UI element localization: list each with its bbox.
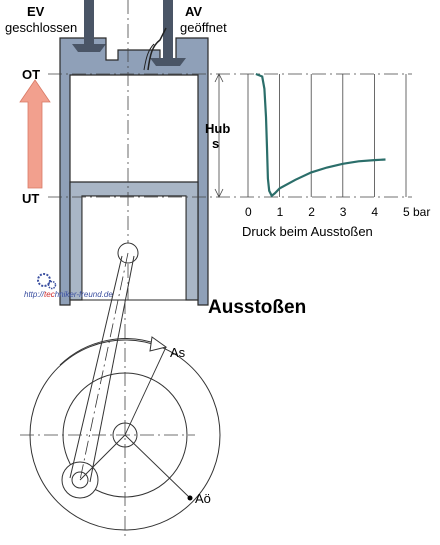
chart-x-axis-label: Druck beim Ausstoßen bbox=[242, 224, 373, 239]
chart-x-tick-label: 4 bbox=[371, 205, 378, 219]
wrist-pin bbox=[117, 242, 139, 264]
chart-x-tick-label: 0 bbox=[245, 205, 252, 219]
watermark-highlight: tec bbox=[44, 290, 55, 299]
piston bbox=[69, 181, 199, 301]
exhaust-flow-line-2 bbox=[143, 43, 155, 71]
ut-label: UT bbox=[22, 191, 39, 206]
chart-x-tick-label: 1 bbox=[277, 205, 284, 219]
inlet-valve-head bbox=[72, 44, 106, 52]
chart-x-tick-label: 5 bar bbox=[403, 205, 430, 219]
exhaust-arc bbox=[59, 338, 161, 366]
watermark: http://techniker-freund.de bbox=[24, 273, 113, 299]
av-state-label: geöffnet bbox=[180, 20, 227, 35]
page-title: Ausstoßen bbox=[208, 297, 306, 318]
hub-label: Hub bbox=[205, 121, 230, 136]
hub-symbol-label: s bbox=[212, 136, 219, 151]
arc-arrow-icon bbox=[149, 336, 168, 352]
exhaust-valve bbox=[143, 0, 186, 71]
svg-text:http://techniker-freund.de: http://techniker-freund.de bbox=[24, 290, 113, 299]
pressure-chart: 0 1 2 3 4 5 bar Druck beim Ausstoßen bbox=[242, 72, 430, 239]
chart-x-tick-label: 2 bbox=[308, 205, 315, 219]
crank-arm bbox=[79, 434, 126, 481]
exhaust-valve-head bbox=[150, 58, 186, 66]
crank-mechanism bbox=[20, 242, 221, 540]
exhaust-opens-point bbox=[187, 495, 193, 501]
chart-x-tick-label: 3 bbox=[340, 205, 347, 219]
exhaust-flow-line bbox=[147, 27, 167, 71]
av-label: AV bbox=[185, 4, 202, 19]
ao-label: Aö bbox=[195, 491, 211, 506]
exhaust-closes-radius bbox=[124, 346, 167, 436]
exhaust-opens-radius bbox=[124, 434, 191, 499]
ev-state-label: geschlossen bbox=[5, 20, 77, 35]
gear-icon bbox=[37, 273, 51, 287]
inlet-valve bbox=[72, 0, 106, 52]
ev-label: EV bbox=[27, 4, 45, 19]
hub-dimension bbox=[214, 73, 224, 198]
connecting-rod-right bbox=[89, 255, 135, 483]
upward-arrow-icon bbox=[19, 79, 51, 189]
watermark-suffix: hniker-freund.de bbox=[55, 290, 114, 299]
pressure-curve bbox=[255, 72, 386, 198]
exhaust-valve-stem bbox=[163, 0, 173, 58]
ot-label: OT bbox=[22, 67, 40, 82]
connecting-rod-left bbox=[69, 255, 123, 479]
connecting-rod-center bbox=[79, 252, 129, 481]
as-label: As bbox=[170, 345, 186, 360]
inlet-valve-stem bbox=[84, 0, 94, 44]
watermark-prefix: http:// bbox=[24, 290, 45, 299]
